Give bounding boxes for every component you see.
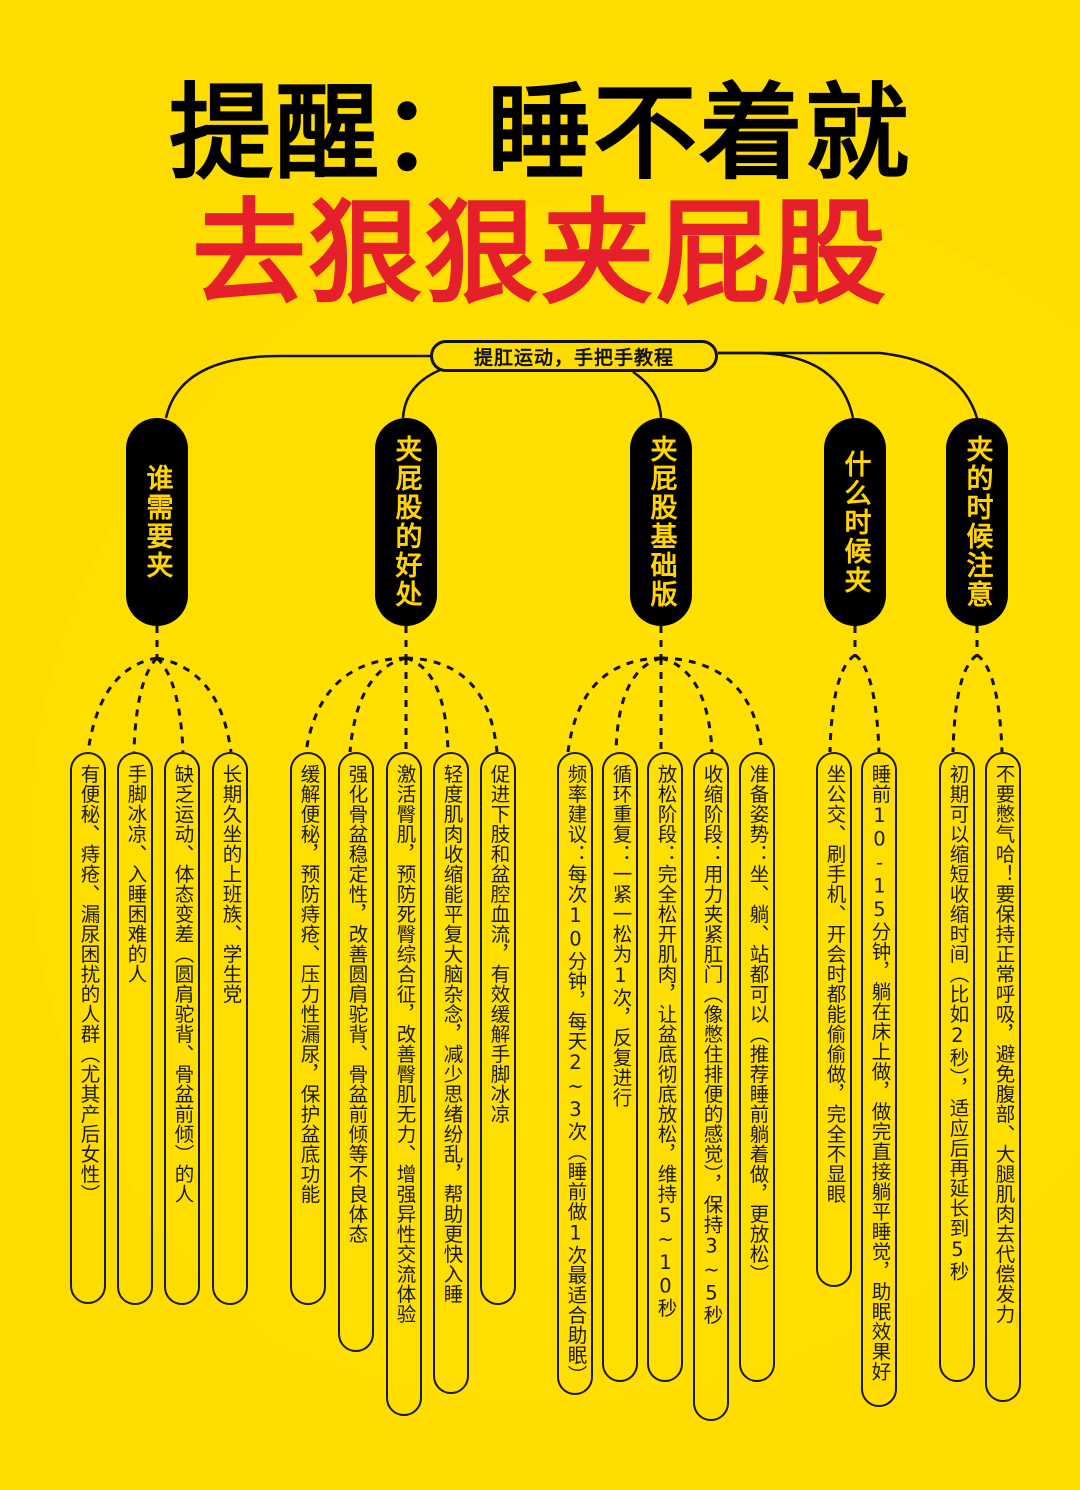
branch-line-5 <box>718 351 979 419</box>
root-label: 提肛运动，手把手教程 <box>473 346 674 369</box>
title-line-2: 去狠狠夹屁股 <box>191 187 888 320</box>
branch-line-4 <box>718 351 855 419</box>
leaf-item: 促进下肢和盆腔血流，有效缓解手脚冰凉 <box>480 752 516 1305</box>
leaf-item: 不要憋气哈！要保持正常呼吸，避免腹部、大腿肌肉去代偿发力 <box>985 752 1021 1402</box>
title-line-1: 提醒：睡不着就 <box>168 72 911 194</box>
leaf-text: 缓解便秘，预防痔疮、压力性漏尿，保护盆底功能 <box>297 764 320 1204</box>
leaf-item: 强化骨盆稳定性，改善圆肩驼背、骨盆前倾等不良体态 <box>338 752 374 1352</box>
leaf-item: 轻度肌肉收缩能平复大脑杂念，减少思绪纷乱，帮助更快入睡 <box>433 752 469 1394</box>
background-circle <box>30 190 1080 1490</box>
leaf-text: 频率建议：每次10分钟，每天2~3次（睡前做1次最适合助眠） <box>564 764 587 1385</box>
leaf-text: 强化骨盆稳定性，改善圆肩驼背、骨盆前倾等不良体态 <box>345 764 368 1244</box>
branch-line-1 <box>164 354 430 419</box>
leaf-item: 长期久坐的上班族、学生党 <box>212 752 248 1305</box>
leaf-item: 激活臀肌，预防死臀综合征，改善臀肌无力、增强异性交流体验 <box>386 752 422 1416</box>
leaf-text: 准备姿势：坐、躺、站都可以（推荐睡前躺着做，更放松） <box>746 764 769 1284</box>
leaf-item: 放松阶段：完全松开肌肉，让盆底彻底放松，维持5~10秒 <box>647 752 683 1382</box>
leaf-item: 初期可以缩短收缩时间（比如2秒），适应后再延长到5秒 <box>939 752 975 1382</box>
leaf-text: 收缩阶段：用力夹紧肛门（像憋住排便的感觉），保持3~5秒 <box>700 764 723 1325</box>
leaf-item: 有便秘、痔疮、漏尿困扰的人群（尤其产后女性） <box>70 752 106 1304</box>
branch-line-2 <box>401 368 441 419</box>
leaf-text: 睡前10-15分钟，躺在床上做，做完直接躺平睡觉，助眠效果好 <box>868 764 891 1382</box>
leaf-text: 有便秘、痔疮、漏尿困扰的人群（尤其产后女性） <box>77 764 100 1204</box>
connector-lines <box>86 351 1004 753</box>
leaf-text: 促进下肢和盆腔血流，有效缓解手脚冰凉 <box>487 764 510 1124</box>
leaf-text: 长期久坐的上班族、学生党 <box>219 764 242 1004</box>
leaf-text: 不要憋气哈！要保持正常呼吸，避免腹部、大腿肌肉去代偿发力 <box>992 764 1015 1324</box>
leaf-text: 坐公交、刷手机、开会时都能偷偷做，完全不显眼 <box>823 764 846 1204</box>
category-label: 夹屁股基础版 <box>645 435 677 609</box>
leaf-item: 频率建议：每次10分钟，每天2~3次（睡前做1次最适合助眠） <box>557 752 593 1395</box>
leaf-item: 缺乏运动、体态变差（圆肩驼背、骨盆前倾）的人 <box>164 752 200 1305</box>
category-benefits: 夹屁股的好处 <box>375 418 437 626</box>
category-label: 谁需要夹 <box>141 464 173 580</box>
leaf-text: 初期可以缩短收缩时间（比如2秒），适应后再延长到5秒 <box>946 764 969 1282</box>
branch-line-3 <box>632 370 663 419</box>
category-label: 夹屁股的好处 <box>390 435 422 609</box>
leaf-item: 准备姿势：坐、躺、站都可以（推荐睡前躺着做，更放松） <box>739 752 775 1382</box>
leaf-item: 坐公交、刷手机、开会时都能偷偷做，完全不显眼 <box>816 752 852 1287</box>
category-notes: 夹的时候注意 <box>946 418 1008 626</box>
leaf-text: 轻度肌肉收缩能平复大脑杂念，减少思绪纷乱，帮助更快入睡 <box>440 764 463 1304</box>
leaf-text: 激活臀肌，预防死臀综合征，改善臀肌无力、增强异性交流体验 <box>393 764 416 1324</box>
root-node: 提肛运动，手把手教程 <box>430 340 718 372</box>
leaf-text: 缺乏运动、体态变差（圆肩驼背、骨盆前倾）的人 <box>171 764 194 1204</box>
category-basic-version: 夹屁股基础版 <box>630 418 692 626</box>
category-when: 什么时候夹 <box>824 418 886 626</box>
category-label: 什么时候夹 <box>839 449 871 595</box>
leaf-item: 手脚冰凉、入睡困难的人 <box>117 752 153 1305</box>
leaf-item: 缓解便秘，预防痔疮、压力性漏尿，保护盆底功能 <box>290 752 326 1305</box>
leaf-item: 循环重复：一紧一松为1次，反复进行 <box>602 752 638 1382</box>
leaf-text: 手脚冰凉、入睡困难的人 <box>124 764 147 984</box>
leaf-item: 睡前10-15分钟，躺在床上做，做完直接躺平睡觉，助眠效果好 <box>861 752 897 1407</box>
category-who-needs: 谁需要夹 <box>126 418 188 626</box>
category-label: 夹的时候注意 <box>961 435 993 609</box>
leaf-text: 循环重复：一紧一松为1次，反复进行 <box>609 764 632 1108</box>
leaf-item: 收缩阶段：用力夹紧肛门（像憋住排便的感觉），保持3~5秒 <box>693 752 729 1421</box>
leaf-text: 放松阶段：完全松开肌肉，让盆底彻底放松，维持5~10秒 <box>654 764 677 1318</box>
